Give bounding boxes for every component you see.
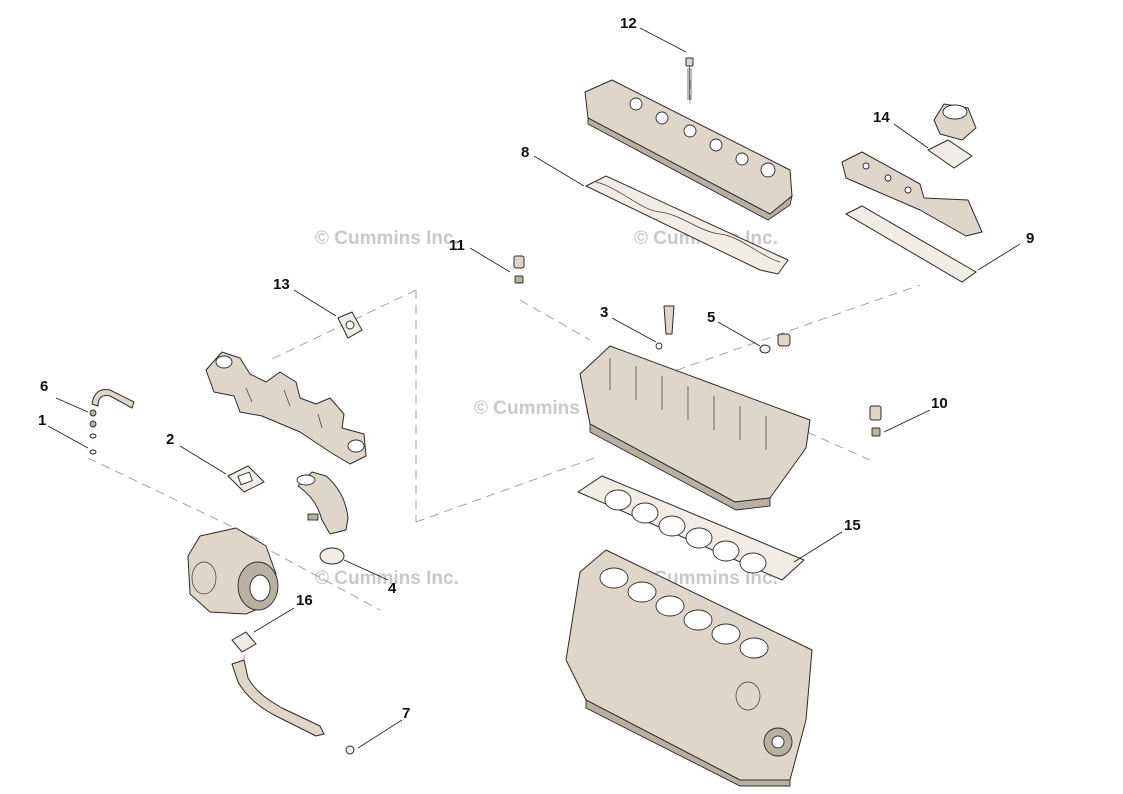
- callout-7: 7: [402, 705, 410, 722]
- callout-6: 6: [40, 378, 48, 395]
- part-2-gasket: [227, 465, 265, 493]
- callout-3: 3: [600, 304, 608, 321]
- part-1-fitting: [89, 449, 97, 455]
- part-3-injector: [655, 305, 675, 350]
- part-10-fitting: [869, 405, 882, 437]
- callout-5: 5: [707, 309, 715, 326]
- engine-block: [565, 549, 813, 787]
- callout-10: 10: [931, 395, 948, 412]
- turbocharger: [187, 527, 279, 615]
- part-14-intake-cover: [841, 103, 983, 237]
- part-4-o-ring: [319, 547, 345, 565]
- part-9-intake-gasket: [844, 205, 977, 283]
- callout-13: 13: [273, 276, 290, 293]
- cylinder-head: [579, 345, 811, 511]
- exhaust-manifold: [205, 351, 367, 465]
- part-16-gasket: [231, 631, 257, 653]
- part-5-plug: [759, 333, 791, 354]
- part-11-fitting: [513, 255, 525, 284]
- part-8-valve-cover-gasket: [584, 175, 789, 275]
- callout-2: 2: [166, 431, 174, 448]
- watermark: © Cummins Inc.: [474, 398, 618, 419]
- leader-lines: [47, 27, 1021, 749]
- watermark: © Cummins Inc.: [315, 228, 459, 249]
- part-6-oil-line: [89, 389, 135, 439]
- part-7-o-ring: [345, 745, 355, 755]
- exhaust-elbow: [296, 471, 349, 535]
- callout-labels: 12 8 14 9 11 13 3 5 10 6 1 2 4 16 7 15: [38, 15, 1034, 722]
- callout-4: 4: [388, 580, 397, 597]
- callout-14: 14: [873, 109, 890, 126]
- part-12-bolt: [685, 57, 694, 100]
- callout-15: 15: [844, 517, 861, 534]
- part-13-gasket: [337, 311, 363, 339]
- callout-9: 9: [1026, 230, 1034, 247]
- callout-12: 12: [620, 15, 637, 32]
- callout-1: 1: [38, 412, 46, 429]
- callout-11: 11: [449, 237, 465, 254]
- watermark: © Cummins Inc.: [315, 568, 459, 589]
- valve-cover: [584, 79, 793, 221]
- callout-8: 8: [521, 144, 529, 161]
- part-15-head-gasket: [576, 475, 805, 581]
- callout-16: 16: [296, 592, 313, 609]
- drain-tube: [231, 659, 325, 737]
